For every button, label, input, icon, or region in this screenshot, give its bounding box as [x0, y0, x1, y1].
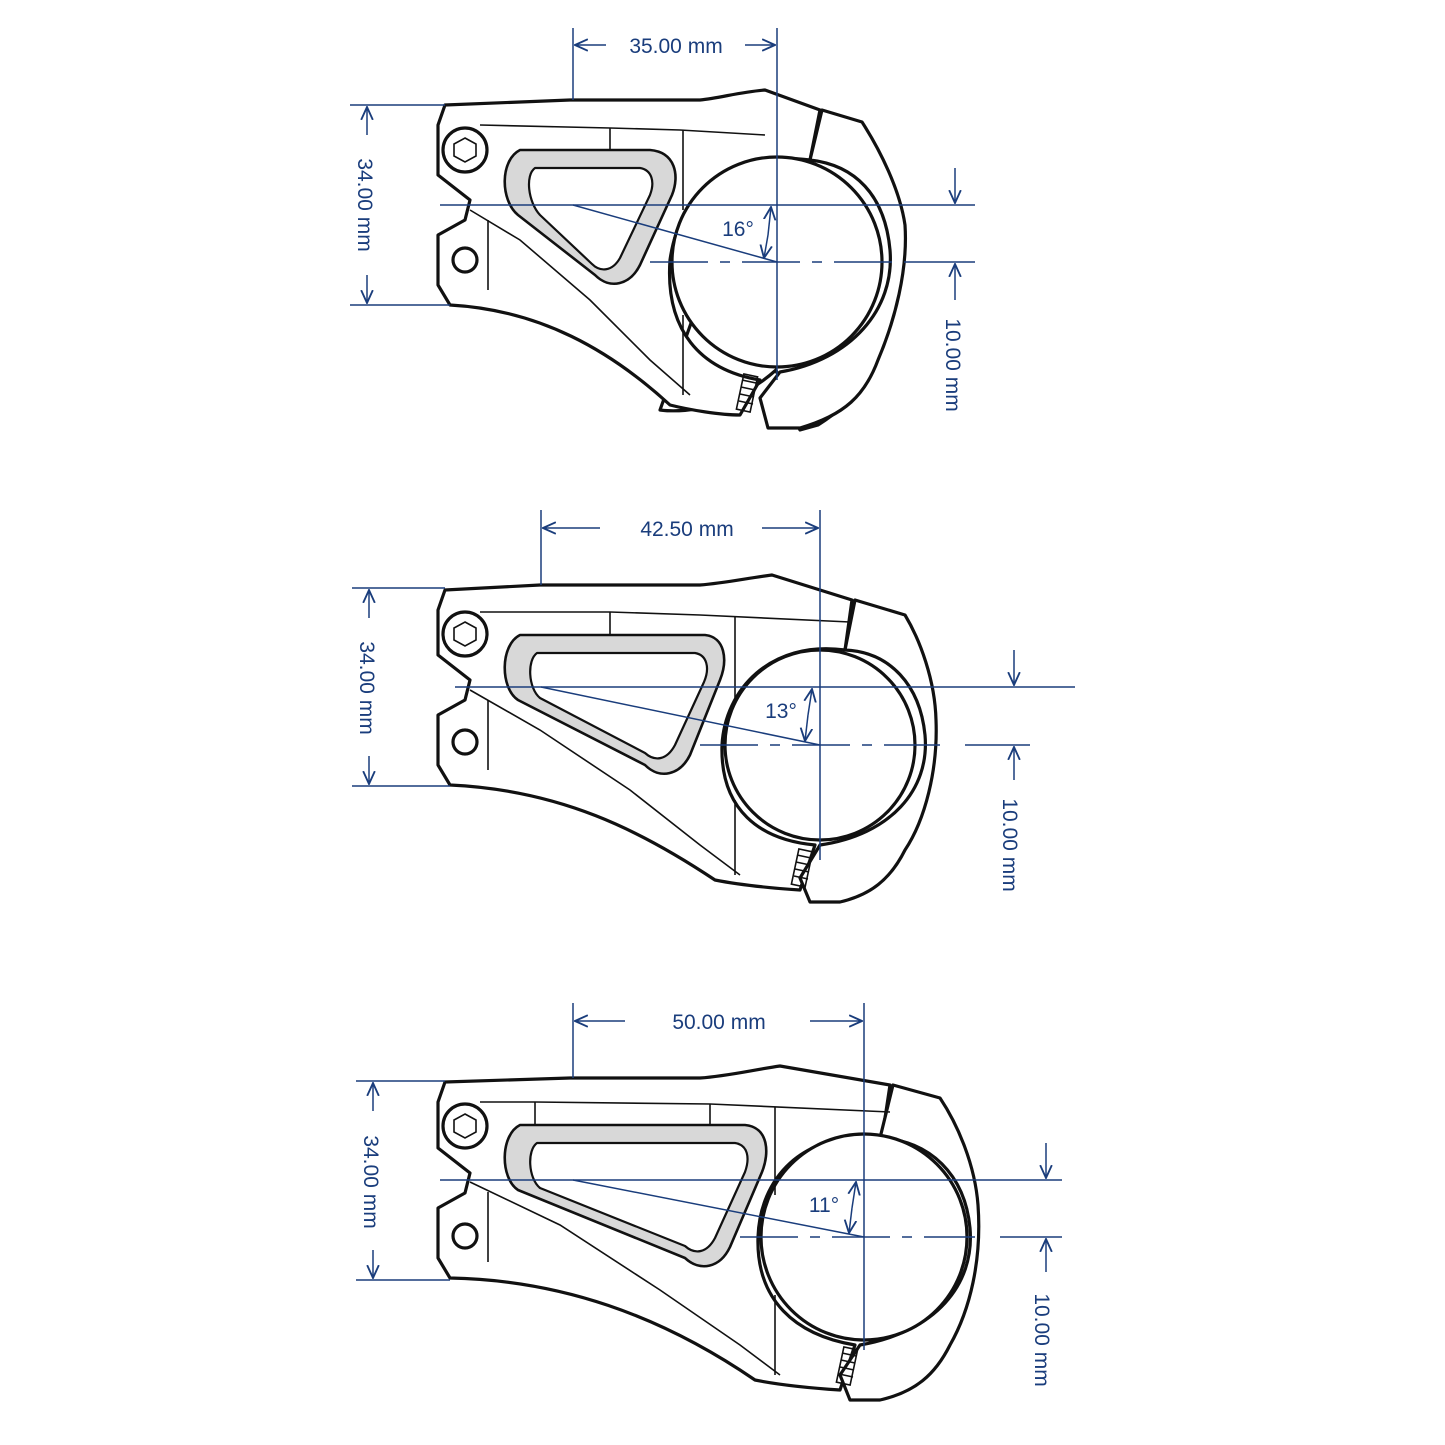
stem-view-35: 35.00 mm 34.00 mm 10.00 mm 16°: [350, 28, 975, 432]
rise-label: 10.00 mm: [1030, 1293, 1053, 1386]
angle-line: [540, 686, 821, 746]
angle-line: [572, 1179, 865, 1238]
angle-arrow-down: [764, 234, 768, 258]
stem-body: [436, 1064, 981, 1402]
height-label: 34.00 mm: [355, 641, 378, 734]
reach-label: 50.00 mm: [672, 1011, 765, 1034]
angle-line: [572, 204, 778, 263]
dimension-annotations: 35.00 mm 34.00 mm 10.00 mm 16°: [350, 28, 975, 412]
height-label: 34.00 mm: [359, 1135, 382, 1228]
stem-body: [436, 88, 908, 432]
dimension-annotations: 42.50 mm 34.00 mm 10.00 mm 13°: [352, 510, 1075, 892]
angle-arrow-up: [768, 207, 771, 236]
rise-label: 10.00 mm: [941, 318, 964, 411]
angle-arrow-up: [808, 689, 812, 716]
angle-arrow-up: [852, 1182, 856, 1209]
angle-label: 13°: [765, 700, 797, 723]
angle-arrow-down: [805, 714, 808, 741]
reach-label: 42.50 mm: [640, 518, 733, 541]
reach-label: 35.00 mm: [629, 35, 722, 58]
angle-arrow-down: [849, 1207, 852, 1233]
dimension-annotations: 50.00 mm 34.00 mm 10.00 mm 11°: [356, 1003, 1062, 1387]
rise-label: 10.00 mm: [998, 798, 1021, 891]
angle-label: 11°: [809, 1194, 839, 1217]
height-label: 34.00 mm: [353, 158, 376, 251]
stem-body: [436, 573, 938, 904]
angle-label: 16°: [722, 218, 754, 241]
stem-view-50: 50.00 mm 34.00 mm 10.00 mm 11°: [356, 1003, 1062, 1402]
stem-view-42: 42.50 mm 34.00 mm 10.00 mm 13°: [352, 510, 1075, 904]
